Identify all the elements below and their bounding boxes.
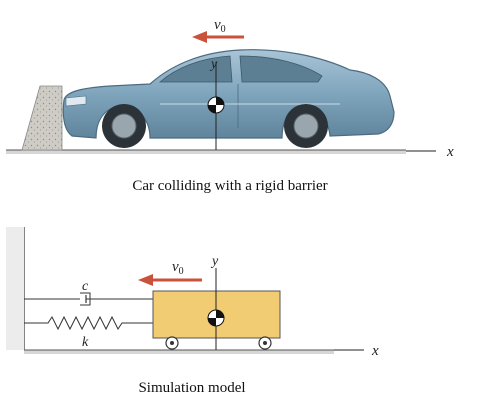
damper — [24, 292, 153, 306]
bottom-velocity-arrow — [138, 274, 202, 286]
car-rear-hubcap — [293, 113, 319, 139]
damper-label: c — [82, 279, 89, 294]
car-front-window — [158, 55, 233, 83]
spring-label: k — [82, 335, 89, 350]
top-y-axis-label: y — [209, 57, 218, 72]
bottom-center-of-mass-icon — [207, 309, 225, 327]
spring — [24, 315, 153, 331]
car-rear-window — [239, 55, 323, 83]
top-velocity-label: v0 — [214, 17, 226, 35]
bottom-x-axis-label: x — [371, 343, 379, 359]
top-velocity-arrow — [192, 31, 244, 43]
bottom-caption: Simulation model — [138, 380, 245, 396]
rigid-barrier — [21, 85, 63, 151]
car — [62, 49, 395, 148]
bottom-ground — [24, 350, 334, 354]
bottom-figure: x c k y — [6, 227, 379, 396]
top-center-of-mass-icon — [207, 96, 225, 114]
block-right-wheel — [258, 336, 272, 350]
top-x-axis-label: x — [446, 144, 454, 160]
top-caption: Car colliding with a rigid barrier — [132, 178, 327, 194]
car-front-hubcap — [111, 113, 137, 139]
bottom-y-axis-label: y — [210, 254, 219, 269]
block-left-wheel — [165, 336, 179, 350]
bottom-velocity-label: v0 — [172, 259, 184, 277]
car-headlight — [65, 95, 87, 107]
wall-hatch — [6, 227, 24, 350]
top-figure: x y — [6, 17, 454, 194]
top-ground — [6, 150, 406, 154]
